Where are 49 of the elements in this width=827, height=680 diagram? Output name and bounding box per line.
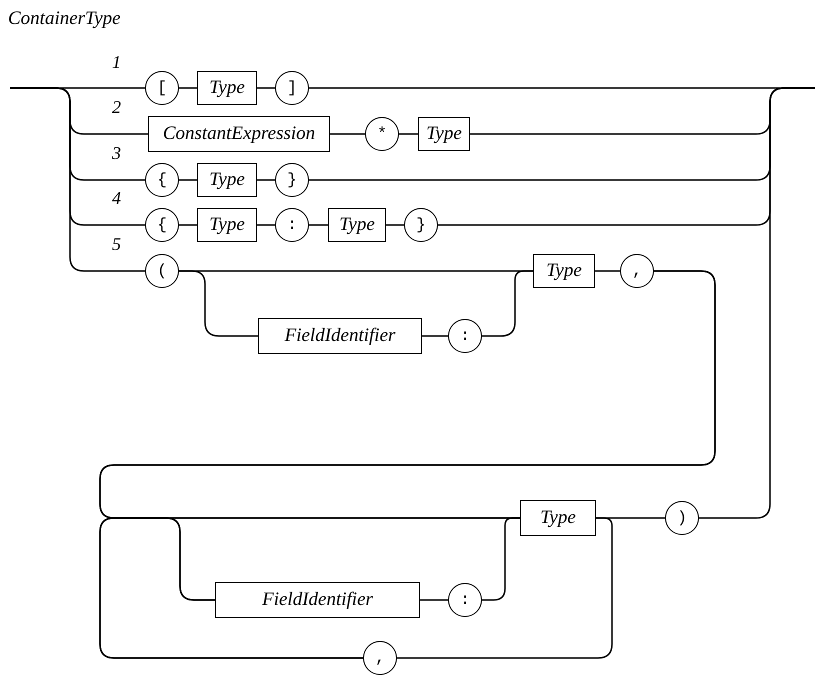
terminal-circle: { [145,163,179,197]
railroad-line [179,87,197,89]
railroad-line [99,517,363,659]
alternative-number: 1 [112,52,121,73]
nonterminal-box: Type [533,254,595,288]
terminal-circle: : [448,319,482,353]
alternative-number: 5 [112,234,121,255]
railroad-line [257,224,275,226]
nonterminal-box: Type [197,163,257,197]
railroad-line [179,179,197,181]
terminal-circle: [ [145,71,179,105]
railroad-line [397,517,613,659]
alternative-number: 2 [112,97,121,118]
railroad-line [257,179,275,181]
terminal-circle: , [363,641,397,675]
nonterminal-box: Type [197,208,257,242]
terminal-circle: { [145,208,179,242]
terminal-circle: ] [275,71,309,105]
railroad-line [422,335,448,337]
alternative-number: 4 [112,188,121,209]
nonterminal-box: Type [197,71,257,105]
railroad-line [257,87,275,89]
nonterminal-box: ConstantExpression [148,116,330,152]
railroad-line [179,224,197,226]
alternative-number: 3 [112,143,121,164]
railroad-line [10,87,145,272]
terminal-circle: ( [145,254,179,288]
nonterminal-box: FieldIdentifier [215,582,420,618]
terminal-circle: ) [665,501,699,535]
railroad-line [399,133,418,135]
nonterminal-box: Type [328,208,386,242]
diagram-title: ContainerType [8,8,121,30]
terminal-circle: : [275,208,309,242]
terminal-circle: * [365,117,399,151]
terminal-circle: , [620,254,654,288]
railroad-line [309,224,328,226]
nonterminal-box: Type [418,117,470,151]
railroad-line [482,270,533,337]
railroad-line [330,133,365,135]
nonterminal-box: FieldIdentifier [258,318,422,354]
railroad-line [386,224,404,226]
railroad-line [699,87,815,519]
terminal-circle: } [404,208,438,242]
railroad-line [179,270,258,337]
terminal-circle: : [448,583,482,617]
railroad-line [420,599,448,601]
railroad-line [595,270,620,272]
terminal-circle: } [275,163,309,197]
nonterminal-box: Type [520,500,596,536]
